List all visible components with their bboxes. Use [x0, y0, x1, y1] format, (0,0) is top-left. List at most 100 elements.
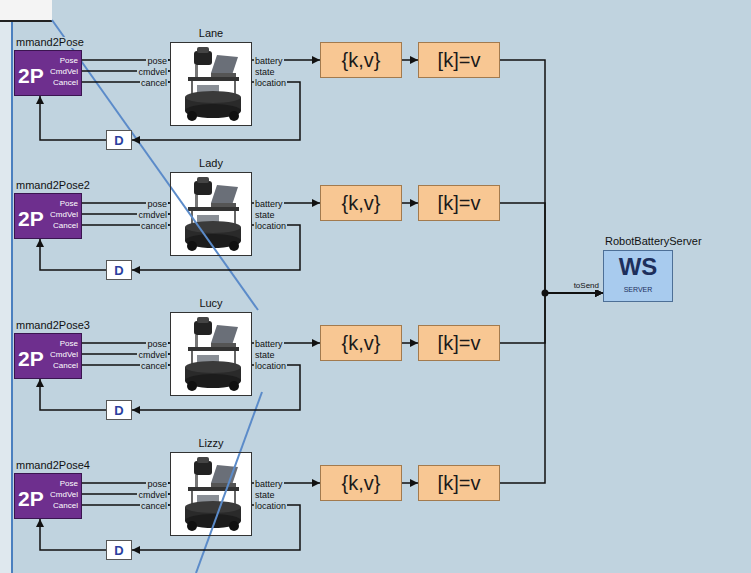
window-edge	[0, 0, 12, 573]
wire	[132, 505, 300, 550]
port-name: CmdVel	[50, 68, 78, 76]
actor-name: mmand2Pose2	[15, 180, 91, 191]
port-name: Cancel	[53, 362, 78, 370]
wire	[402, 482, 418, 484]
assign-box: [k]=v	[418, 325, 500, 361]
annotation-line	[52, 20, 258, 310]
wire	[500, 203, 603, 293]
port-name: location	[254, 501, 287, 511]
wire	[132, 82, 300, 140]
wire	[132, 225, 300, 270]
actor-name: mmand2Pose3	[15, 320, 91, 331]
port-name: cmdvel	[137, 67, 168, 77]
actor-name: RobotBatteryServer	[604, 236, 703, 247]
wire	[402, 59, 418, 61]
command-actor: mmand2Pose2PPoseCmdVelCancel	[14, 50, 82, 96]
port-name: Cancel	[53, 222, 78, 230]
actor-icon-text: [k]=v	[438, 193, 481, 213]
delay-label: D	[114, 134, 123, 147]
actor-icon-text: 2P	[18, 488, 44, 509]
server-box: RobotBatteryServerWSSERVERtoSend	[603, 250, 673, 302]
port-name: pose	[146, 479, 168, 489]
actor-icon-text: {k,v}	[342, 50, 381, 70]
keyvalue-box: {k,v}	[320, 42, 402, 78]
port-name: state	[254, 350, 276, 360]
port-name: cmdvel	[137, 350, 168, 360]
port-name: battery	[254, 479, 284, 489]
delay-box: D	[106, 540, 132, 560]
actor-icon-text: 2P	[18, 208, 44, 229]
wire	[40, 96, 106, 140]
port-name: Cancel	[53, 502, 78, 510]
assign-box: [k]=v	[418, 42, 500, 78]
robot-actor: Lucyposecmdvelcancelbatterystatelocation	[170, 312, 252, 396]
port-name: cancel	[140, 501, 168, 511]
robot-photo	[171, 313, 251, 395]
wire	[40, 379, 106, 410]
robot-name: Lizzy	[197, 438, 224, 449]
port-name: battery	[254, 56, 284, 66]
port-name: toSend	[573, 282, 600, 290]
port-name: state	[254, 490, 276, 500]
port-name: battery	[254, 199, 284, 209]
keyvalue-box: {k,v}	[320, 465, 402, 501]
window-edge	[11, 0, 13, 573]
port-name: cancel	[140, 221, 168, 231]
wire	[500, 293, 603, 343]
assign-box: [k]=v	[418, 185, 500, 221]
wire	[500, 293, 603, 483]
port-name: cancel	[140, 78, 168, 88]
actor-icon-text: {k,v}	[342, 333, 381, 353]
robot-photo	[171, 43, 251, 125]
port-name: cancel	[140, 361, 168, 371]
port-name: pose	[146, 56, 168, 66]
annotation-line	[52, 20, 262, 573]
wire	[132, 365, 300, 410]
actor-icon-text: SERVER	[624, 286, 653, 293]
delay-box: D	[106, 400, 132, 420]
keyvalue-box: {k,v}	[320, 325, 402, 361]
wire	[40, 239, 106, 270]
port-name: Pose	[60, 57, 78, 65]
actor-icon-text: [k]=v	[438, 333, 481, 353]
window-edge	[0, 0, 52, 20]
delay-box: D	[106, 130, 132, 150]
robot-name: Lucy	[198, 298, 223, 309]
wire	[500, 60, 603, 293]
port-name: battery	[254, 339, 284, 349]
port-name: location	[254, 361, 287, 371]
actor-icon-text: 2P	[18, 65, 44, 86]
port-name: pose	[146, 199, 168, 209]
port-name: location	[254, 78, 287, 88]
delay-label: D	[114, 264, 123, 277]
robot-photo	[171, 453, 251, 535]
keyvalue-box: {k,v}	[320, 185, 402, 221]
robot-photo	[171, 43, 251, 535]
port-name: state	[254, 67, 276, 77]
port-name: location	[254, 221, 287, 231]
actor-icon-text: {k,v}	[342, 193, 381, 213]
actor-icon-text: [k]=v	[438, 473, 481, 493]
robot-actor: Ladyposecmdvelcancelbatterystatelocation	[170, 172, 252, 256]
actor-icon-text: 2P	[18, 348, 44, 369]
port-name: Pose	[60, 200, 78, 208]
actor-name: mmand2Pose4	[15, 460, 91, 471]
assign-box: [k]=v	[418, 465, 500, 501]
command-actor: mmand2Pose32PPoseCmdVelCancel	[14, 333, 82, 379]
connector-group	[40, 60, 603, 550]
command-actor: mmand2Pose22PPoseCmdVelCancel	[14, 193, 82, 239]
window-edge	[0, 20, 52, 22]
actor-name: mmand2Pose	[15, 37, 85, 48]
port-name: CmdVel	[50, 211, 78, 219]
port-name: cmdvel	[137, 210, 168, 220]
robot-name: Lane	[198, 28, 224, 39]
actor-icon-text: WS	[619, 255, 658, 279]
port-name: state	[254, 210, 276, 220]
wire	[402, 342, 418, 344]
delay-label: D	[114, 404, 123, 417]
robot-name: Lady	[198, 158, 224, 169]
robot-actor: Lizzyposecmdvelcancelbatterystatelocatio…	[170, 452, 252, 536]
port-name: pose	[146, 339, 168, 349]
